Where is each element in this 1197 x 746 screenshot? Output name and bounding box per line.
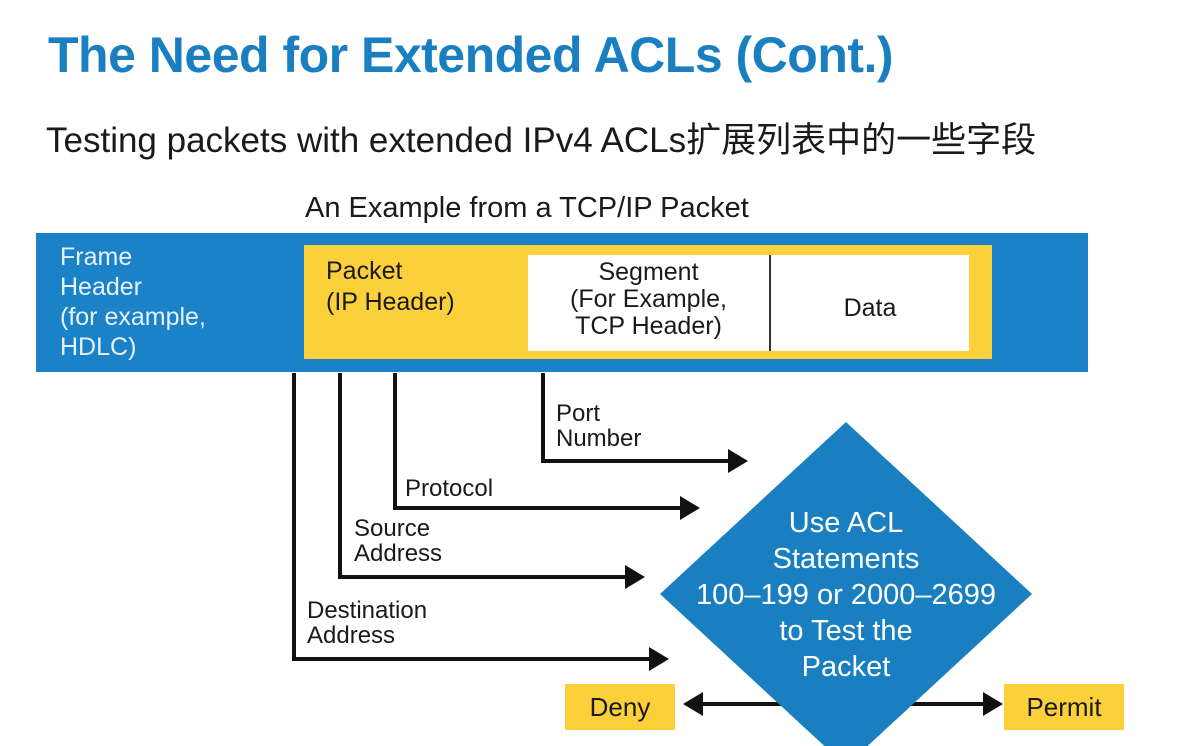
- segment-line: TCP Header): [575, 312, 722, 340]
- deny-box: Deny: [565, 684, 675, 730]
- permit-box: Permit: [1004, 684, 1124, 730]
- port-number-label: Port Number: [556, 400, 642, 452]
- segment-label: Segment (For Example, TCP Header): [528, 259, 769, 340]
- frame-line: Frame: [60, 243, 133, 271]
- segment-data-box: [528, 255, 969, 351]
- slide-title: The Need for Extended ACLs (Cont.): [48, 27, 894, 83]
- destination-address-line: [292, 373, 651, 661]
- packet-line: Packet: [326, 257, 403, 285]
- port-number-line: [541, 373, 730, 463]
- diagram-caption: An Example from a TCP/IP Packet: [305, 192, 749, 224]
- frame-line: Header: [60, 273, 142, 301]
- source-address-label: Source Address: [354, 515, 443, 567]
- decision-diamond: [660, 422, 1032, 746]
- frame-header-label: Frame Header (for example, HDLC): [60, 242, 206, 362]
- destination-address-label: Destination Address: [307, 597, 428, 649]
- segment-line: Segment: [598, 258, 699, 286]
- frame-line: HDLC): [60, 333, 137, 361]
- frame-line: (for example,: [60, 303, 206, 331]
- decision-label: Use ACL Statements 100–199 or 2000–2699 …: [696, 507, 996, 683]
- packet-line: (IP Header): [326, 288, 455, 316]
- protocol-line: [393, 373, 682, 510]
- segment-divider: [769, 255, 771, 351]
- slide-subtitle: Testing packets with extended IPv4 ACLs扩…: [46, 121, 1037, 160]
- source-address-line: [338, 373, 627, 579]
- packet-label: Packet (IP Header): [326, 256, 455, 318]
- segment-line: (For Example,: [570, 285, 727, 313]
- protocol-label: Protocol: [405, 475, 494, 502]
- data-label: Data: [843, 294, 897, 322]
